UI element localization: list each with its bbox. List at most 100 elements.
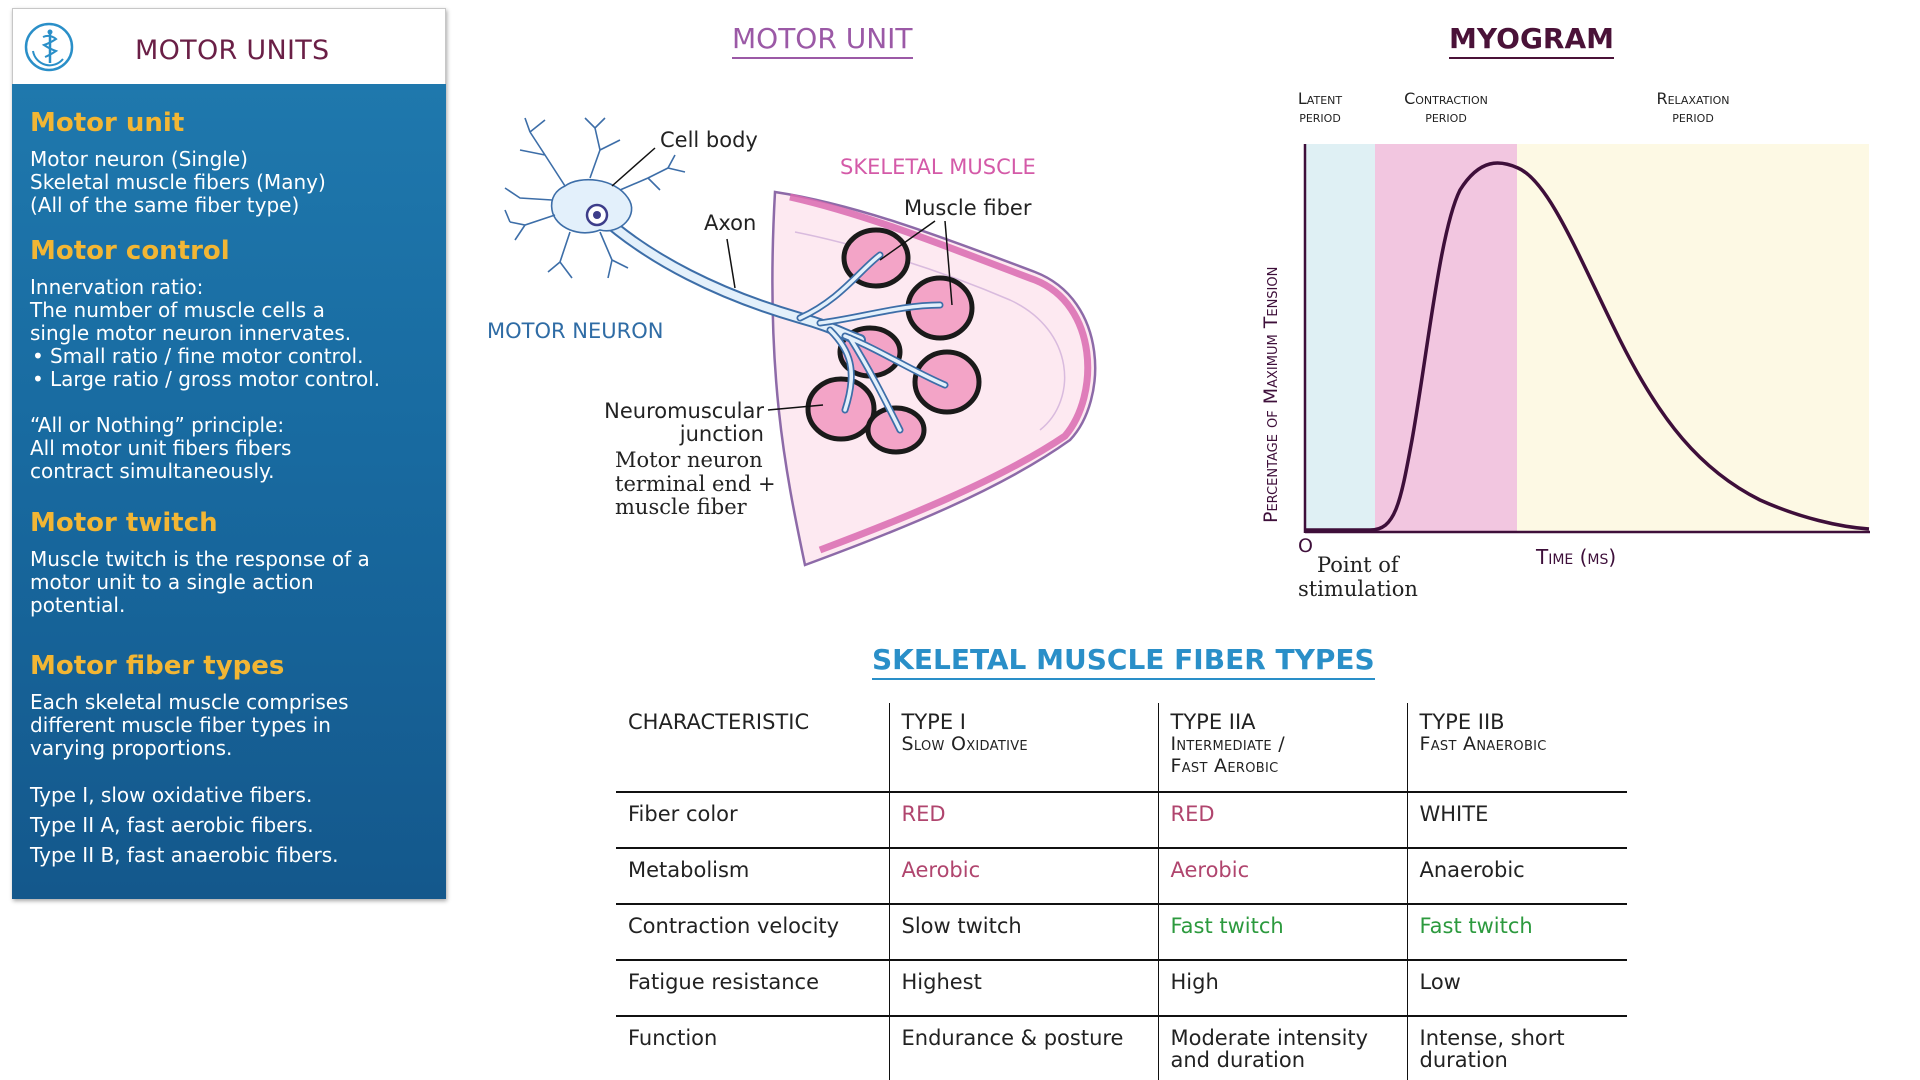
cell-type-2b: Intense, short duration bbox=[1406, 1015, 1627, 1080]
y-axis-label: Percentage of Maximum Tension bbox=[1260, 267, 1282, 523]
muscle-fiber bbox=[912, 349, 982, 415]
text-line: (All of the same fiber type) bbox=[30, 193, 300, 217]
text-line: contract simultaneously. bbox=[30, 459, 275, 483]
section-title-motor-unit: Motor unit bbox=[30, 108, 185, 138]
text-line: Skeletal muscle fibers (Many) bbox=[30, 170, 326, 194]
latent-period-region bbox=[1305, 144, 1375, 532]
origin-label: O bbox=[1298, 535, 1313, 557]
cell-type-1: RED bbox=[888, 791, 1158, 848]
x-axis-label: Time (ms) bbox=[1535, 545, 1616, 569]
text-line: potential. bbox=[30, 593, 126, 617]
panel-header: MOTOR UNITS bbox=[12, 8, 446, 84]
cell-type-1: Aerobic bbox=[888, 847, 1158, 904]
header-main: TYPE IIA bbox=[1170, 710, 1256, 734]
relaxation-period-region bbox=[1517, 144, 1869, 532]
text-line: The number of muscle cells a bbox=[30, 298, 325, 322]
motor-unit-title: MOTOR UNIT bbox=[732, 22, 913, 59]
header-type-2a: TYPE IIA Intermediate / Fast Aerobic bbox=[1157, 703, 1407, 792]
table-header-row: CHARACTERISTIC TYPE I Slow Oxidative TYP… bbox=[616, 703, 1627, 792]
fiber-type-item: Type II A, fast aerobic fibers. bbox=[30, 813, 314, 837]
fiber-type-item: Type II B, fast anaerobic fibers. bbox=[30, 843, 339, 867]
header-sub: Fast Anaerobic bbox=[1419, 733, 1547, 755]
section-title-motor-control: Motor control bbox=[30, 236, 230, 266]
panel-title: MOTOR UNITS bbox=[135, 35, 330, 66]
label-latent-1: Latent bbox=[1298, 89, 1342, 108]
myogram-chart: Latent period Contraction period Relaxat… bbox=[1260, 89, 1870, 601]
stimulation-label-2: stimulation bbox=[1298, 577, 1418, 601]
table-row: Fatigue resistance Highest High Low bbox=[616, 959, 1627, 1016]
text-line: Innervation ratio: bbox=[30, 275, 204, 299]
row-label: Contraction velocity bbox=[616, 903, 889, 960]
cell-type-2b: WHITE bbox=[1406, 791, 1627, 848]
section-text-motor-twitch: Muscle twitch is the response of a motor… bbox=[30, 548, 426, 617]
muscle-pink-edge bbox=[789, 193, 1092, 554]
label-nmj-note1: Motor neuron bbox=[615, 448, 763, 472]
header-main: TYPE IIB bbox=[1419, 710, 1505, 734]
cell-type-2b: Anaerobic bbox=[1406, 847, 1627, 904]
cell-type-2a: Fast twitch bbox=[1157, 903, 1407, 960]
section-text-fiber-types: Each skeletal muscle comprises different… bbox=[30, 691, 426, 870]
row-label: Metabolism bbox=[616, 847, 889, 904]
muscle-fiber bbox=[865, 405, 927, 455]
contraction-period-region bbox=[1375, 144, 1517, 532]
panel-body: Motor unit Motor neuron (Single) Skeleta… bbox=[12, 84, 446, 899]
label-nmj-note3: muscle fiber bbox=[615, 495, 748, 519]
section-title-fiber-types: Motor fiber types bbox=[30, 651, 285, 681]
text-line: All motor unit fibers fibers bbox=[30, 436, 292, 460]
cell-type-1: Slow twitch bbox=[888, 903, 1158, 960]
label-relaxation-1: Relaxation bbox=[1656, 89, 1729, 108]
row-label: Fiber color bbox=[616, 791, 889, 848]
section-text-motor-unit: Motor neuron (Single) Skeletal muscle fi… bbox=[30, 148, 426, 217]
cell-type-2b: Low bbox=[1406, 959, 1627, 1016]
text-line: “All or Nothing” principle: bbox=[30, 413, 285, 437]
motor-units-panel: MOTOR UNITS Motor unit Motor neuron (Sin… bbox=[12, 8, 446, 899]
section-title-motor-twitch: Motor twitch bbox=[30, 508, 218, 538]
fiber-table-title: SKELETAL MUSCLE FIBER TYPES bbox=[872, 643, 1375, 680]
cell-type-2b: Fast twitch bbox=[1406, 903, 1627, 960]
cell-type-2a: High bbox=[1157, 959, 1407, 1016]
label-muscle-fiber: Muscle fiber bbox=[904, 196, 1032, 220]
table-row: Fiber color RED RED WHITE bbox=[616, 791, 1627, 848]
label-latent-2: period bbox=[1299, 107, 1341, 126]
label-relaxation-2: period bbox=[1672, 107, 1714, 126]
label-axon: Axon bbox=[704, 211, 756, 235]
label-contraction-2: period bbox=[1425, 107, 1467, 126]
cell-type-1: Endurance & posture bbox=[888, 1015, 1158, 1080]
row-label: Fatigue resistance bbox=[616, 959, 889, 1016]
cell-type-2a: Aerobic bbox=[1157, 847, 1407, 904]
myogram-title: MYOGRAM bbox=[1449, 22, 1615, 59]
text-line: varying proportions. bbox=[30, 736, 233, 760]
muscle-fiber bbox=[805, 376, 877, 442]
label-nmj-note2: terminal end + bbox=[615, 472, 776, 496]
header-main: TYPE I bbox=[901, 710, 966, 734]
header-sub: Slow Oxidative bbox=[901, 733, 1028, 755]
header-sub: Intermediate / bbox=[1170, 733, 1285, 755]
text-line: different muscle fiber types in bbox=[30, 713, 331, 737]
text-line: Motor neuron (Single) bbox=[30, 147, 248, 171]
header-characteristic: CHARACTERISTIC bbox=[616, 703, 889, 792]
label-nmj-line2: junction bbox=[679, 422, 764, 446]
header-main: CHARACTERISTIC bbox=[628, 710, 810, 734]
caduceus-icon bbox=[24, 22, 74, 72]
label-motor-neuron: MOTOR NEURON bbox=[487, 319, 663, 343]
table-row: Contraction velocity Slow twitch Fast tw… bbox=[616, 903, 1627, 960]
label-cell-body: Cell body bbox=[660, 128, 758, 152]
text-line: motor unit to a single action bbox=[30, 570, 314, 594]
bullet-item: Large ratio / gross motor control. bbox=[30, 368, 426, 391]
text-line: Each skeletal muscle comprises bbox=[30, 690, 349, 714]
table-row: Function Endurance & posture Moderate in… bbox=[616, 1015, 1627, 1080]
motor-unit-diagram: Cell body Axon MOTOR NEURON SKELETAL MUS… bbox=[487, 117, 1097, 567]
section-text-motor-control: Innervation ratio: The number of muscle … bbox=[30, 276, 426, 483]
fiber-types-table: CHARACTERISTIC TYPE I Slow Oxidative TYP… bbox=[616, 703, 1627, 1080]
row-label: Function bbox=[616, 1015, 889, 1080]
twitch-curve bbox=[1305, 161, 1870, 532]
cell-type-1: Highest bbox=[888, 959, 1158, 1016]
label-skeletal-muscle: SKELETAL MUSCLE bbox=[840, 155, 1036, 179]
header-type-2b: TYPE IIB Fast Anaerobic bbox=[1406, 703, 1627, 792]
bullet-item: Small ratio / fine motor control. bbox=[30, 345, 426, 368]
label-contraction-1: Contraction bbox=[1404, 89, 1488, 108]
table-row: Metabolism Aerobic Aerobic Anaerobic bbox=[616, 847, 1627, 904]
neuron-cell-body bbox=[504, 117, 686, 279]
cell-type-2a: Moderate intensity and duration bbox=[1157, 1015, 1407, 1080]
fiber-type-item: Type I, slow oxidative fibers. bbox=[30, 783, 313, 807]
